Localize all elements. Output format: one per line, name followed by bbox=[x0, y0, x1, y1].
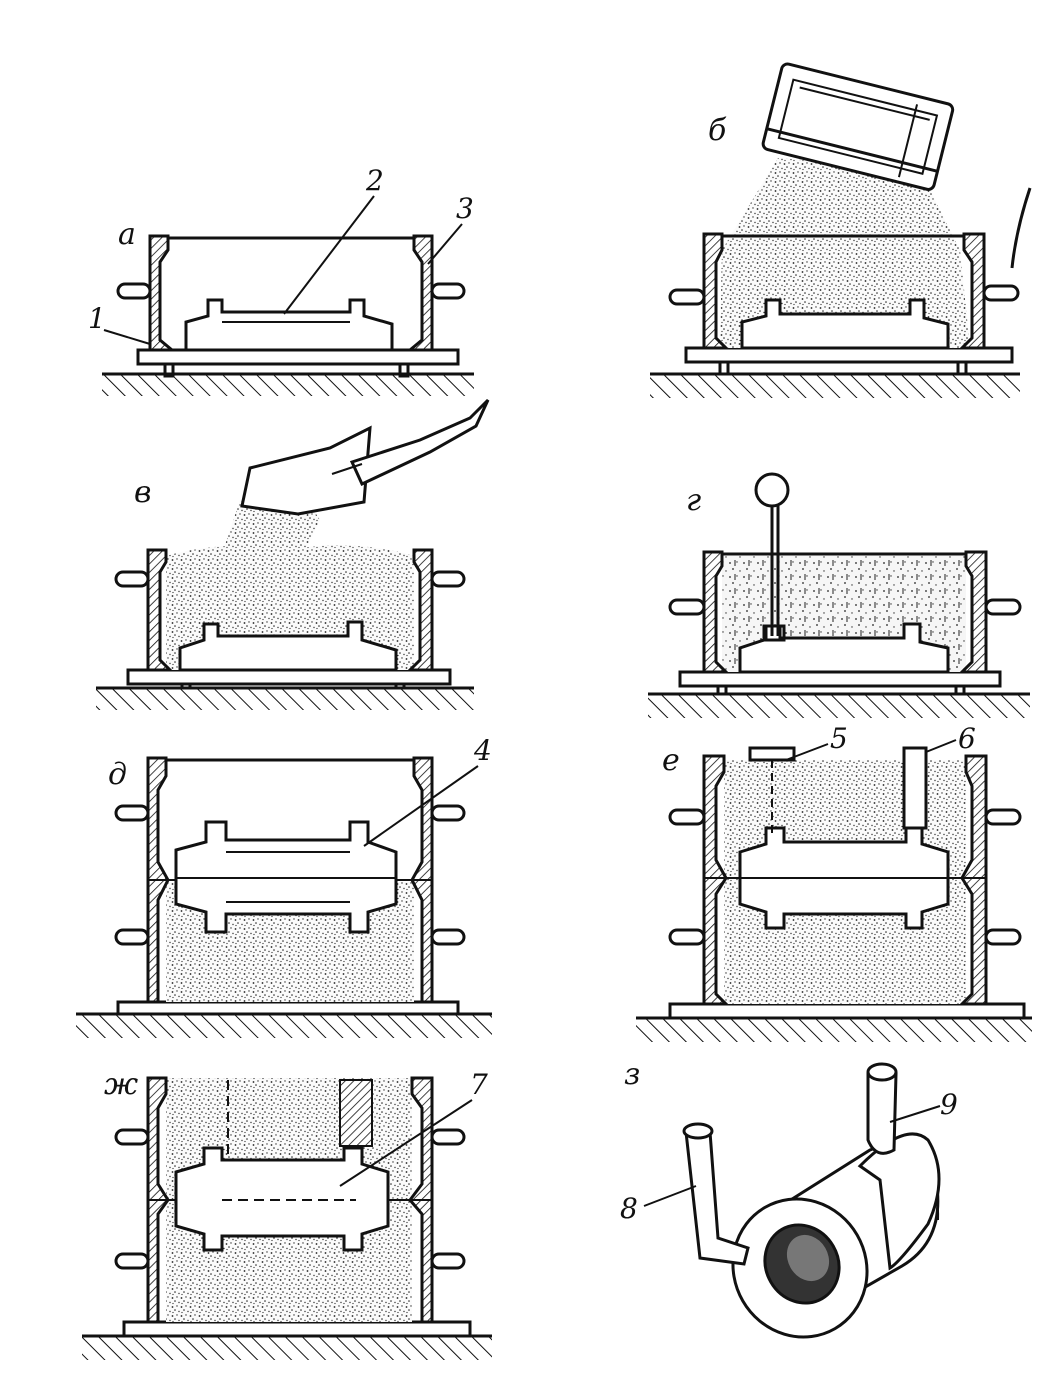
flask-handle-left-top-d bbox=[114, 804, 150, 822]
flask-handle-left-bottom-d bbox=[114, 928, 150, 946]
callout-9: 9 bbox=[940, 1088, 958, 1121]
callout-4: 4 bbox=[473, 734, 492, 767]
molding-board-g bbox=[678, 670, 1002, 688]
molding-board-d bbox=[116, 1000, 460, 1016]
panel-label-v: в bbox=[134, 475, 151, 510]
shovel bbox=[240, 398, 490, 516]
falling-sand-b bbox=[720, 158, 970, 348]
callout-3: 3 bbox=[456, 192, 474, 225]
flask-wall-left-v bbox=[146, 548, 174, 672]
flask-handle-right-g bbox=[984, 598, 1022, 616]
flask-wall-left-e bbox=[702, 754, 730, 1006]
flask-handle-right-top-zh bbox=[430, 1128, 466, 1146]
flask-handle-right-top-d bbox=[430, 804, 466, 822]
panel-b: б bbox=[650, 62, 1032, 398]
ground-v bbox=[96, 688, 474, 710]
flask-handle-right-v bbox=[430, 570, 466, 588]
pattern-d bbox=[174, 820, 398, 934]
half-pattern-b bbox=[740, 298, 950, 350]
flask-handle-right-bottom-zh bbox=[430, 1252, 466, 1270]
flask-wall-right-v bbox=[406, 548, 434, 672]
panel-a: а 1 2 3 bbox=[88, 164, 474, 396]
flask-handle-left-a bbox=[116, 282, 152, 300]
flask-handle-left-top-zh bbox=[114, 1128, 150, 1146]
ground-a bbox=[102, 374, 474, 396]
casting bbox=[682, 1062, 941, 1339]
ground-zh bbox=[82, 1336, 492, 1360]
shovel-handle-stub bbox=[1010, 187, 1032, 269]
callout-1: 1 bbox=[88, 302, 106, 335]
flask-handle-left-b bbox=[668, 288, 706, 306]
molding-board-b bbox=[684, 346, 1014, 364]
flask-wall-left-a bbox=[148, 234, 177, 352]
panel-e: е 5 6 bbox=[636, 722, 1032, 1042]
panel-label-z: з bbox=[624, 1057, 640, 1092]
flask-handle-right-top-e bbox=[984, 808, 1022, 826]
callout-7: 7 bbox=[470, 1068, 488, 1101]
ground-d bbox=[76, 1014, 492, 1038]
panel-g: г bbox=[648, 472, 1030, 718]
flask-handle-left-bottom-e bbox=[668, 928, 706, 946]
callout-2: 2 bbox=[365, 164, 384, 197]
molding-board-zh bbox=[122, 1320, 472, 1338]
panel-z: з 8 9 bbox=[620, 1057, 958, 1339]
flask-handle-right-bottom-d bbox=[430, 928, 466, 946]
flask-wall-right-g bbox=[958, 550, 988, 674]
flask-wall-right-b bbox=[958, 232, 986, 350]
flask-handle-right-b bbox=[982, 284, 1020, 302]
flask-handle-left-bottom-zh bbox=[114, 1252, 150, 1270]
flask-wall-right-a bbox=[405, 234, 434, 352]
riser-pin bbox=[902, 746, 928, 830]
ground-b bbox=[650, 374, 1020, 398]
half-pattern-v bbox=[178, 620, 398, 672]
panel-label-a: а bbox=[118, 217, 136, 252]
pattern-e bbox=[738, 826, 950, 930]
flask-handle-left-g bbox=[668, 598, 706, 616]
flask-handle-left-top-e bbox=[668, 808, 706, 826]
panel-label-zh: ж bbox=[104, 1067, 138, 1102]
riser-channel-zh bbox=[339, 1079, 373, 1147]
callout-8: 8 bbox=[620, 1192, 638, 1225]
molding-board-e bbox=[668, 1002, 1026, 1020]
sprue-pin bbox=[748, 746, 796, 762]
panel-label-e: е bbox=[662, 743, 680, 778]
panel-zh: ж 7 bbox=[82, 1067, 492, 1360]
flask-handle-right-a bbox=[430, 282, 466, 300]
mold-cavity-zh bbox=[174, 1146, 390, 1252]
flask-wall-right-e bbox=[958, 754, 988, 1006]
panel-label-g: г bbox=[686, 483, 701, 518]
riddle-sieve bbox=[761, 62, 955, 191]
ground-e bbox=[636, 1018, 1032, 1042]
callout-5: 5 bbox=[830, 722, 848, 755]
molding-board-v bbox=[126, 668, 452, 686]
flask-handle-right-bottom-e bbox=[984, 928, 1022, 946]
half-pattern-a bbox=[184, 298, 394, 352]
panel-label-b: б bbox=[708, 113, 727, 148]
molding-board-a bbox=[136, 348, 460, 366]
rammer bbox=[754, 472, 790, 642]
half-pattern-g bbox=[738, 622, 950, 674]
ground-g bbox=[648, 694, 1030, 718]
panel-d: д 4 bbox=[76, 734, 492, 1038]
panel-v: в bbox=[96, 398, 490, 710]
callout-6: 6 bbox=[958, 722, 976, 755]
flask-handle-left-v bbox=[114, 570, 150, 588]
panel-label-d: д bbox=[108, 757, 127, 792]
